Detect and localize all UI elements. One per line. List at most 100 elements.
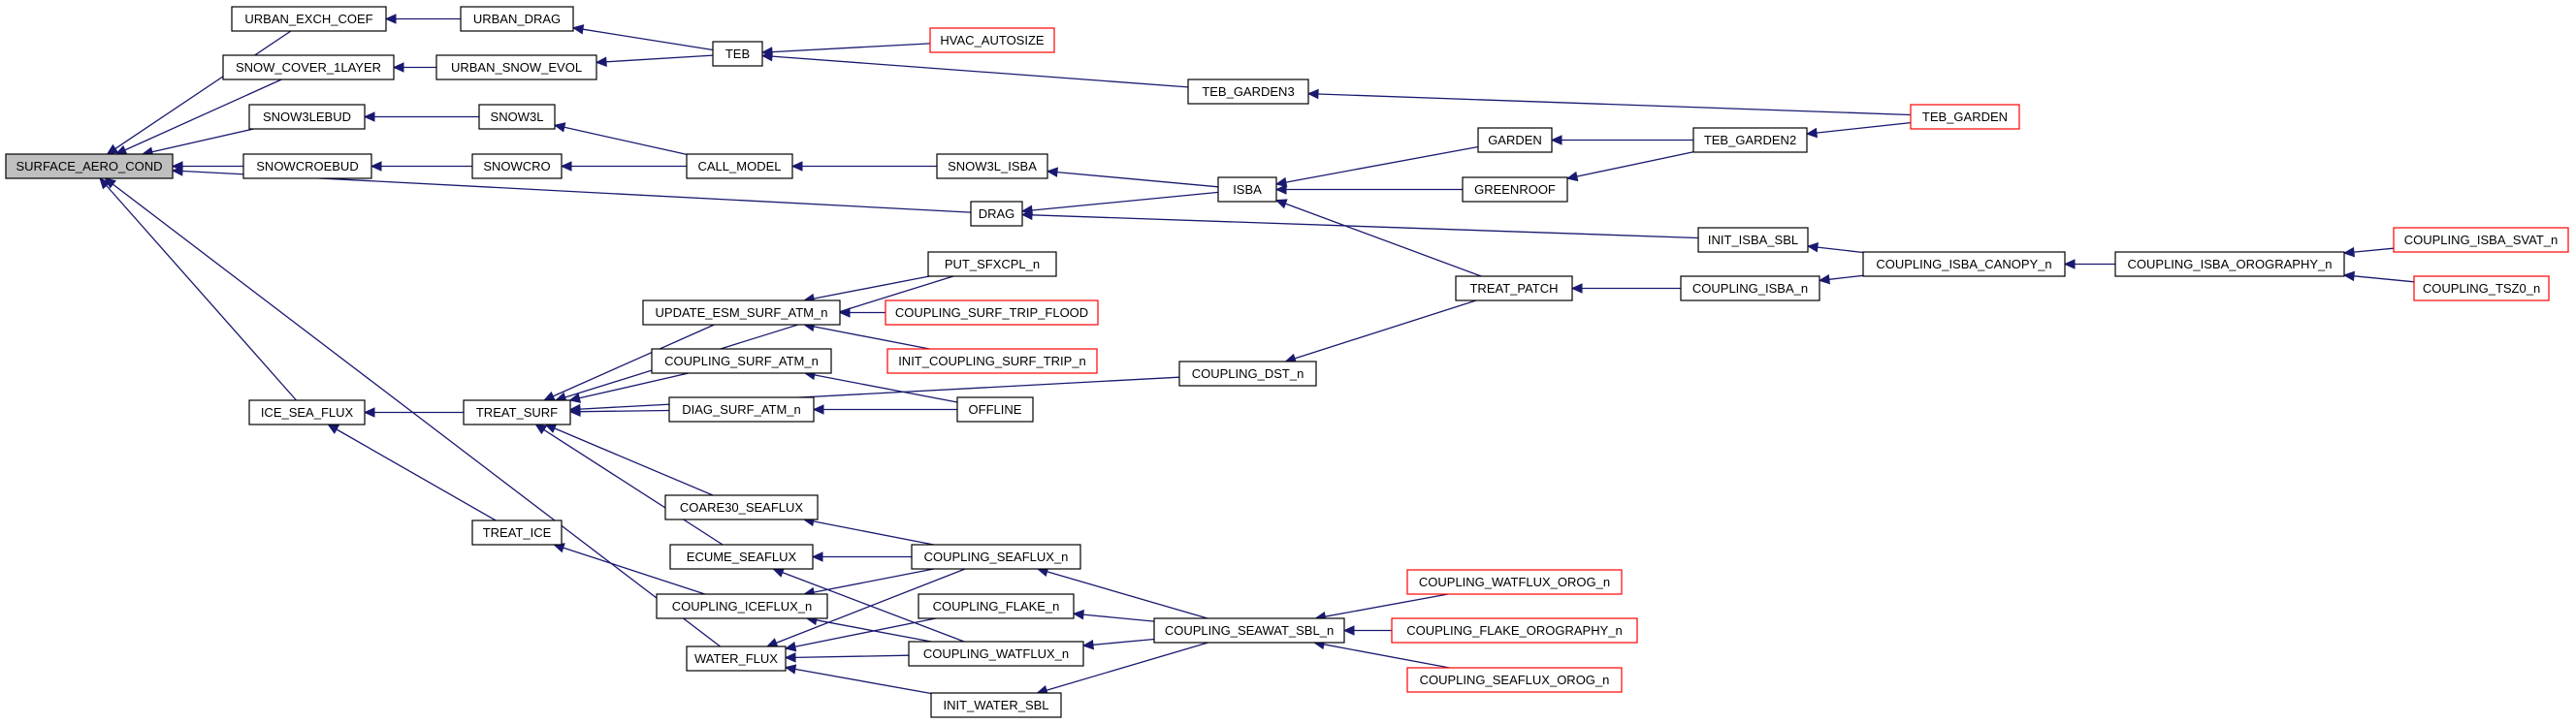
node-coupling-iceflux-n[interactable]: COUPLING_ICEFLUX_n bbox=[656, 593, 828, 619]
node-box bbox=[669, 544, 814, 570]
node-coupling-flake-n[interactable]: COUPLING_FLAKE_n bbox=[918, 593, 1075, 619]
arrowhead-icon bbox=[542, 391, 556, 401]
edge-line bbox=[543, 428, 724, 546]
node-treat-ice[interactable]: TREAT_ICE bbox=[471, 519, 563, 546]
node-treat-surf[interactable]: TREAT_SURF bbox=[463, 399, 571, 425]
node-ice-sea-flux[interactable]: ICE_SEA_FLUX bbox=[248, 399, 366, 425]
node-box bbox=[478, 104, 556, 130]
node-coupling-watflux-orog-n[interactable]: COUPLING_WATFLUX_OROG_n bbox=[1406, 569, 1623, 595]
node-treat-patch[interactable]: TREAT_PATCH bbox=[1455, 275, 1573, 301]
node-snow-cover-1layer[interactable]: SNOW_COVER_1LAYER bbox=[222, 54, 395, 80]
node-box bbox=[222, 54, 395, 80]
node-init-water-sbl[interactable]: INIT_WATER_SBL bbox=[930, 692, 1062, 718]
node-coupling-isba-orography-n[interactable]: COUPLING_ISBA_OROGRAPHY_n bbox=[2114, 251, 2345, 277]
arrowhead-icon bbox=[2342, 270, 2355, 282]
node-isba[interactable]: ISBA bbox=[1217, 176, 1277, 203]
node-box bbox=[460, 6, 574, 32]
node-init-coupling-surf-trip-n[interactable]: INIT_COUPLING_SURF_TRIP_n bbox=[886, 348, 1098, 374]
node-teb[interactable]: TEB bbox=[712, 41, 763, 67]
node-snowcroebud[interactable]: SNOWCROEBUD bbox=[242, 153, 372, 179]
node-offline[interactable]: OFFLINE bbox=[956, 396, 1034, 423]
node-coupling-seaflux-orog-n[interactable]: COUPLING_SEAFLUX_OROG_n bbox=[1406, 667, 1623, 693]
node-surface-aero-cond[interactable]: SURFACE_AERO_COND bbox=[5, 153, 174, 179]
node-coupling-surf-trip-flood[interactable]: COUPLING_SURF_TRIP_FLOOD bbox=[885, 299, 1099, 326]
arrowhead-icon bbox=[2342, 246, 2355, 258]
node-snow3l[interactable]: SNOW3L bbox=[478, 104, 556, 130]
edge-put-sfxcpl-n-to-treat-surf bbox=[554, 275, 954, 402]
node-call-model[interactable]: CALL_MODEL bbox=[686, 153, 793, 179]
arrowhead-icon bbox=[1072, 609, 1084, 620]
node-urban-drag[interactable]: URBAN_DRAG bbox=[460, 6, 574, 32]
node-box bbox=[656, 593, 828, 619]
node-label: COUPLING_ICEFLUX_n bbox=[672, 599, 813, 614]
arrowhead-icon bbox=[838, 307, 851, 318]
arrowhead-icon bbox=[784, 652, 796, 663]
edge-isba-to-drag bbox=[1020, 191, 1219, 216]
node-box bbox=[248, 104, 366, 130]
edge-line bbox=[814, 374, 958, 403]
arrowhead-icon bbox=[392, 62, 404, 73]
node-label: SURFACE_AERO_COND bbox=[16, 159, 163, 173]
arrowhead-icon bbox=[1020, 209, 1033, 221]
edge-coare30-seaflux-to-treat-surf bbox=[544, 424, 714, 496]
node-init-isba-sbl[interactable]: INIT_ISBA_SBL bbox=[1697, 227, 1809, 253]
node-coupling-flake-orography-n[interactable]: COUPLING_FLAKE_OROGRAPHY_n bbox=[1391, 617, 1638, 644]
node-coupling-seaflux-n[interactable]: COUPLING_SEAFLUX_n bbox=[911, 544, 1081, 570]
node-teb-garden2[interactable]: TEB_GARDEN2 bbox=[1692, 127, 1808, 153]
node-urban-exch-coef[interactable]: URBAN_EXCH_COEF bbox=[231, 6, 387, 32]
node-coupling-seawat-sbl-n[interactable]: COUPLING_SEAWAT_SBL_n bbox=[1153, 617, 1345, 644]
arrowhead-icon bbox=[99, 177, 111, 190]
node-label: TEB bbox=[725, 47, 750, 61]
node-label: COARE30_SEAFLUX bbox=[680, 500, 803, 515]
node-garden[interactable]: GARDEN bbox=[1477, 127, 1553, 153]
node-box bbox=[2114, 251, 2345, 277]
node-label: COUPLING_ISBA_n bbox=[1692, 281, 1808, 296]
edge-line bbox=[106, 185, 297, 401]
edge-line bbox=[813, 326, 930, 350]
node-teb-garden[interactable]: TEB_GARDEN bbox=[1910, 104, 2020, 130]
node-hvac-autosize[interactable]: HVAC_AUTOSIZE bbox=[929, 27, 1055, 53]
node-coare30-seaflux[interactable]: COARE30_SEAFLUX bbox=[664, 494, 819, 520]
node-greenroof[interactable]: GREENROOF bbox=[1462, 176, 1568, 203]
edge-teb-garden-to-teb-garden2 bbox=[1805, 121, 1912, 139]
node-box bbox=[1217, 176, 1277, 203]
node-drag[interactable]: DRAG bbox=[970, 201, 1023, 227]
edge-coupling-watflux-orog-n-to-coupling-seawat-sbl-n bbox=[1314, 593, 1449, 622]
node-box bbox=[248, 399, 366, 425]
edge-snowcro-to-snowcroebud bbox=[370, 161, 472, 172]
node-coupling-isba-canopy-n[interactable]: COUPLING_ISBA_CANOPY_n bbox=[1862, 251, 2066, 277]
node-label: INIT_COUPLING_SURF_TRIP_n bbox=[898, 354, 1086, 368]
node-coupling-watflux-n[interactable]: COUPLING_WATFLUX_n bbox=[908, 641, 1084, 667]
node-label: ECUME_SEAFLUX bbox=[687, 550, 797, 564]
node-teb-garden3[interactable]: TEB_GARDEN3 bbox=[1187, 79, 1309, 105]
node-coupling-isba-svat-n[interactable]: COUPLING_ISBA_SVAT_n bbox=[2393, 227, 2569, 253]
node-update-esm-surf-atm-n[interactable]: UPDATE_ESM_SURF_ATM_n bbox=[642, 299, 841, 326]
node-coupling-dst-n[interactable]: COUPLING_DST_n bbox=[1178, 361, 1317, 387]
node-label: HVAC_AUTOSIZE bbox=[940, 33, 1044, 47]
edge-coupling-seaflux-n-to-coare30-seaflux bbox=[802, 516, 934, 546]
edge-line bbox=[794, 617, 937, 647]
edge-line bbox=[336, 428, 497, 521]
node-coupling-isba-n[interactable]: COUPLING_ISBA_n bbox=[1680, 275, 1820, 301]
node-coupling-tsz0-n[interactable]: COUPLING_TSZ0_n bbox=[2413, 275, 2550, 301]
node-snow3lebud[interactable]: SNOW3LEBUD bbox=[248, 104, 366, 130]
node-urban-snow-evol[interactable]: URBAN_SNOW_EVOL bbox=[435, 54, 597, 80]
node-label: COUPLING_SURF_ATM_n bbox=[664, 354, 819, 368]
edge-line bbox=[771, 55, 1189, 88]
node-box bbox=[686, 645, 787, 672]
node-box bbox=[911, 544, 1081, 570]
node-water-flux[interactable]: WATER_FLUX bbox=[686, 645, 787, 672]
node-snow3l-isba[interactable]: SNOW3L_ISBA bbox=[936, 153, 1048, 179]
node-label: COUPLING_SEAFLUX_n bbox=[924, 550, 1069, 564]
arrowhead-icon bbox=[1274, 184, 1287, 195]
edge-ice-sea-flux-to-surface-aero-cond bbox=[99, 177, 297, 401]
edge-line bbox=[582, 28, 714, 51]
node-diag-surf-atm-n[interactable]: DIAG_SURF_ATM_n bbox=[668, 396, 815, 423]
node-snowcro[interactable]: SNOWCRO bbox=[471, 153, 563, 179]
edge-line bbox=[1294, 299, 1477, 360]
arrowhead-icon bbox=[568, 393, 582, 403]
node-ecume-seaflux[interactable]: ECUME_SEAFLUX bbox=[669, 544, 814, 570]
node-put-sfxcpl-n[interactable]: PUT_SFXCPL_n bbox=[927, 251, 1057, 277]
edge-coupling-surf-atm-n-to-treat-surf bbox=[568, 372, 690, 403]
node-coupling-surf-atm-n[interactable]: COUPLING_SURF_ATM_n bbox=[651, 348, 832, 374]
